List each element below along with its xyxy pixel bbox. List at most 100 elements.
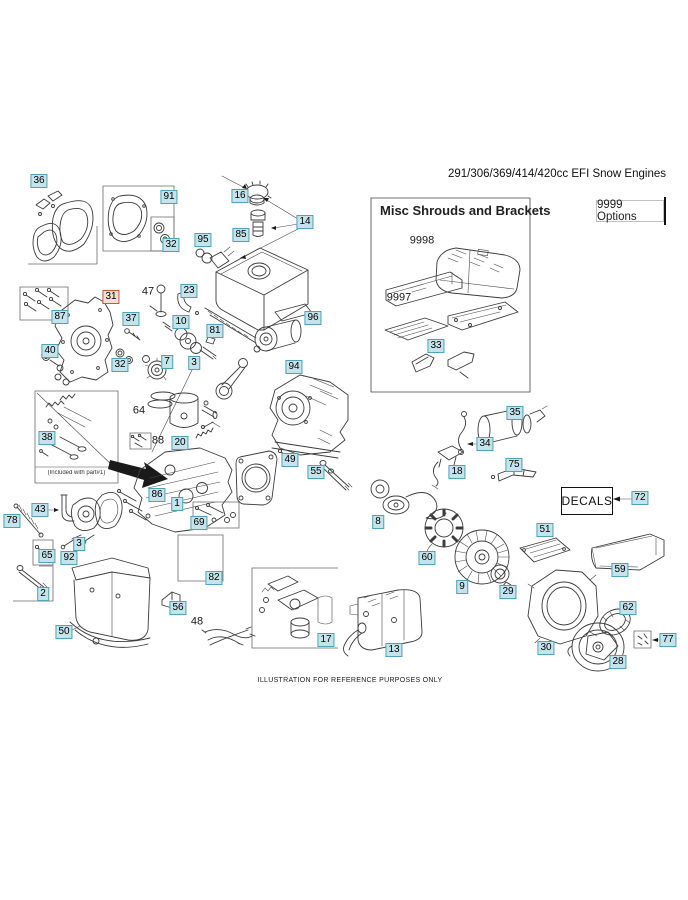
head-bolts-drawing [118, 490, 147, 521]
callout-28[interactable]: 28 [609, 655, 627, 669]
callout-49[interactable]: 49 [281, 453, 299, 467]
bolt-set-87-drawing [23, 288, 61, 311]
callout-38[interactable]: 38 [38, 431, 56, 445]
bracket-59-drawing [592, 534, 665, 570]
callout-81[interactable]: 81 [206, 324, 224, 338]
callout-87[interactable]: 87 [51, 310, 69, 324]
starter-motor-96-drawing [254, 304, 312, 352]
callout-18[interactable]: 18 [448, 465, 466, 479]
callout-40[interactable]: 40 [41, 344, 59, 358]
screws-88-drawing [131, 434, 146, 447]
bracket-9997-drawing [386, 272, 462, 306]
callout-30[interactable]: 30 [537, 641, 555, 655]
callout-56[interactable]: 56 [169, 601, 187, 615]
callout-64: 64 [132, 404, 146, 417]
callout-92[interactable]: 92 [60, 551, 78, 565]
callout-9998: 9998 [409, 234, 435, 247]
callout-20[interactable]: 20 [171, 436, 189, 450]
callout-50[interactable]: 50 [55, 625, 73, 639]
spring-78-drawing [14, 504, 43, 537]
plate-51-drawing [520, 538, 570, 562]
callout-7[interactable]: 7 [161, 355, 173, 369]
callout-77[interactable]: 77 [659, 633, 677, 647]
callout-2[interactable]: 2 [37, 587, 49, 601]
callout-96[interactable]: 96 [304, 311, 322, 325]
callout-1[interactable]: 1 [171, 497, 183, 511]
options-divider [664, 197, 666, 225]
callout-8[interactable]: 8 [372, 515, 384, 529]
screw-37-drawing [125, 329, 140, 340]
callout-37[interactable]: 37 [122, 312, 140, 326]
engine-assembly-94-drawing [270, 375, 348, 458]
callout-94[interactable]: 94 [285, 360, 303, 374]
head-gasket-86-drawing [236, 451, 277, 505]
muffler-13-drawing [344, 590, 423, 656]
callout-10[interactable]: 10 [172, 315, 190, 329]
callout-33[interactable]: 33 [427, 339, 445, 353]
callout-69[interactable]: 69 [190, 516, 208, 530]
group-box-69 [193, 502, 239, 528]
key-81-drawing [206, 337, 215, 344]
stator-60-drawing [425, 509, 463, 558]
callout-59[interactable]: 59 [611, 563, 629, 577]
fuel-tank-drawing [205, 248, 308, 343]
callout-13[interactable]: 13 [385, 643, 403, 657]
decals-pointer [613, 496, 632, 502]
page-title: 291/306/369/414/420cc EFI Snow Engines [447, 168, 666, 180]
callout-78[interactable]: 78 [3, 514, 21, 528]
options-cell[interactable]: 9999 Options [596, 199, 664, 223]
callout-14[interactable]: 14 [296, 215, 314, 229]
cylinder-head-1-drawing [134, 448, 232, 532]
piston-rod-3-drawing [148, 359, 248, 453]
group-box-36 [28, 226, 97, 264]
callout-3-piston[interactable]: 3 [188, 356, 200, 370]
shroud-9998-drawing [436, 248, 520, 298]
group-box-82 [178, 535, 223, 581]
callout-17[interactable]: 17 [317, 633, 335, 647]
callout-91[interactable]: 91 [160, 190, 178, 204]
callout-32-seal[interactable]: 32 [162, 238, 180, 252]
decals-box[interactable]: DECALS [561, 487, 613, 515]
callout-85[interactable]: 85 [232, 228, 250, 242]
callout-23[interactable]: 23 [180, 284, 198, 298]
wire-34-drawing [459, 412, 478, 455]
included-note: (Included with part#1) [47, 470, 106, 476]
throttle-body-17-drawing [260, 576, 333, 638]
callout-36[interactable]: 36 [30, 174, 48, 188]
recoil-starter-28-drawing [568, 623, 624, 671]
group-box-88 [130, 433, 151, 449]
callout-29[interactable]: 29 [499, 585, 517, 599]
fuel-filter-85-drawing [251, 210, 265, 237]
breather-cover-drawing [71, 492, 122, 530]
pushrod-tube-43-drawing [48, 495, 74, 521]
callout-32-washers[interactable]: 32 [111, 358, 129, 372]
callout-16[interactable]: 16 [231, 189, 249, 203]
callout-86[interactable]: 86 [148, 488, 166, 502]
valve-kit-38-drawing [40, 394, 91, 459]
callout-82[interactable]: 82 [205, 571, 223, 585]
callout-65[interactable]: 65 [38, 549, 56, 563]
callout-60[interactable]: 60 [418, 551, 436, 565]
callout-55[interactable]: 55 [307, 465, 325, 479]
callout-3-stud[interactable]: 3 [73, 537, 85, 551]
bolts-69-drawing [196, 504, 236, 523]
callout-72[interactable]: 72 [631, 491, 649, 505]
callout-34[interactable]: 34 [476, 437, 494, 451]
callout-43[interactable]: 43 [31, 503, 49, 517]
misc-shrouds-box [371, 198, 530, 392]
cam-gear-7-drawing [143, 356, 170, 381]
callout-47: 47 [141, 285, 155, 298]
callout-31[interactable]: 31 [102, 290, 120, 304]
group-box-87 [20, 287, 68, 320]
callout-75[interactable]: 75 [505, 458, 523, 472]
brackets-33-drawing [385, 302, 518, 378]
wires-48-drawing [202, 627, 255, 645]
callout-95[interactable]: 95 [194, 233, 212, 247]
callout-51[interactable]: 51 [536, 523, 554, 537]
callout-35[interactable]: 35 [506, 406, 524, 420]
callout-62[interactable]: 62 [619, 601, 637, 615]
bolt-55-drawing [320, 461, 352, 491]
callout-48: 48 [190, 615, 204, 628]
callout-9[interactable]: 9 [456, 580, 468, 594]
